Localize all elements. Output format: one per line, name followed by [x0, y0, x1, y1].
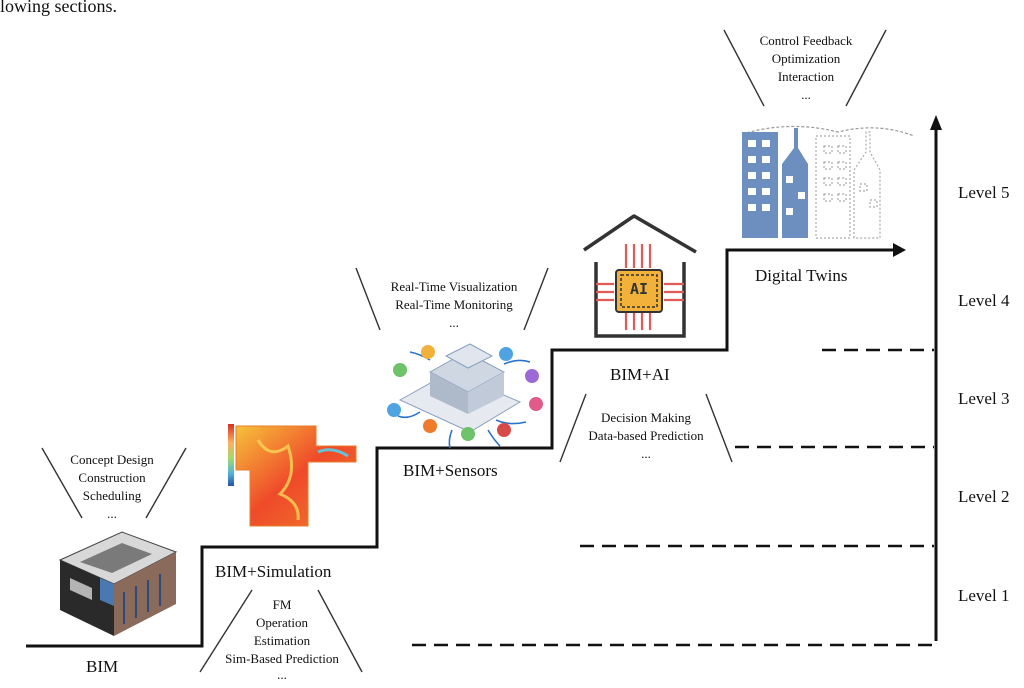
capability-item: Real-Time Monitoring	[395, 297, 513, 312]
twins-callout-lines	[723, 29, 887, 107]
capability-item: Concept Design	[70, 452, 154, 467]
staircase-arrowhead	[893, 243, 906, 257]
ai-callout-lines	[559, 393, 733, 463]
level-label-4: Level 4	[958, 291, 1010, 310]
stage-label-digital-twins: Digital Twins	[755, 266, 848, 285]
capability-item: Sim-Based Prediction	[225, 651, 339, 666]
capability-item: Interaction	[777, 69, 835, 84]
digital-twin-city-icon	[741, 125, 915, 239]
sensors-capabilities: Real-Time Visualization Real-Time Monito…	[372, 278, 536, 332]
level-axis-arrowhead	[930, 115, 942, 130]
capability-item: ...	[277, 667, 287, 682]
stage-label-simulation: BIM+Simulation	[215, 562, 332, 581]
bim-building-icon	[58, 531, 178, 636]
intro-text: lowing sections.	[0, 0, 117, 16]
stage-label-ai: BIM+AI	[610, 365, 670, 384]
capability-item: Optimization	[771, 51, 841, 66]
capability-item: FM	[272, 597, 292, 612]
sensors-network-icon	[387, 343, 543, 449]
simulation-callout-lines	[199, 589, 363, 673]
capability-item: Data-based Prediction	[588, 428, 704, 443]
capability-item: ...	[801, 87, 811, 102]
level-label-1: Level 1	[958, 586, 1010, 605]
progression-staircase	[26, 248, 895, 648]
capability-item: Operation	[256, 615, 308, 630]
capability-item: Scheduling	[82, 488, 142, 503]
capability-item: Control Feedback	[759, 33, 853, 48]
capability-item: Estimation	[253, 633, 311, 648]
stage-label-sensors: BIM+Sensors	[403, 461, 498, 480]
level-label-2: Level 2	[958, 487, 1010, 506]
sensors-callout-lines	[355, 267, 549, 331]
bim-callout-lines	[41, 447, 187, 519]
capability-item: Real-Time Visualization	[390, 279, 518, 294]
simulation-heatmap-icon	[228, 424, 357, 527]
level-label-3: Level 3	[958, 389, 1010, 408]
capability-item: Construction	[78, 470, 146, 485]
simulation-capabilities: FM Operation Estimation Sim-Based Predic…	[206, 596, 358, 682]
stage-label-bim: BIM	[86, 657, 119, 676]
capability-item: ...	[107, 506, 117, 521]
bim-capabilities: Concept Design Construction Scheduling .…	[52, 451, 172, 523]
capability-item: ...	[449, 315, 459, 330]
level-label-5: Level 5	[958, 183, 1010, 202]
capability-item: Decision Making	[601, 410, 691, 425]
ai-capabilities: Decision Making Data-based Prediction ..…	[570, 409, 722, 463]
ai-house-icon	[583, 214, 697, 338]
capability-item: ...	[641, 446, 651, 461]
twins-capabilities: Control Feedback Optimization Interactio…	[746, 32, 866, 104]
ai-chip-text: AI	[629, 280, 649, 298]
